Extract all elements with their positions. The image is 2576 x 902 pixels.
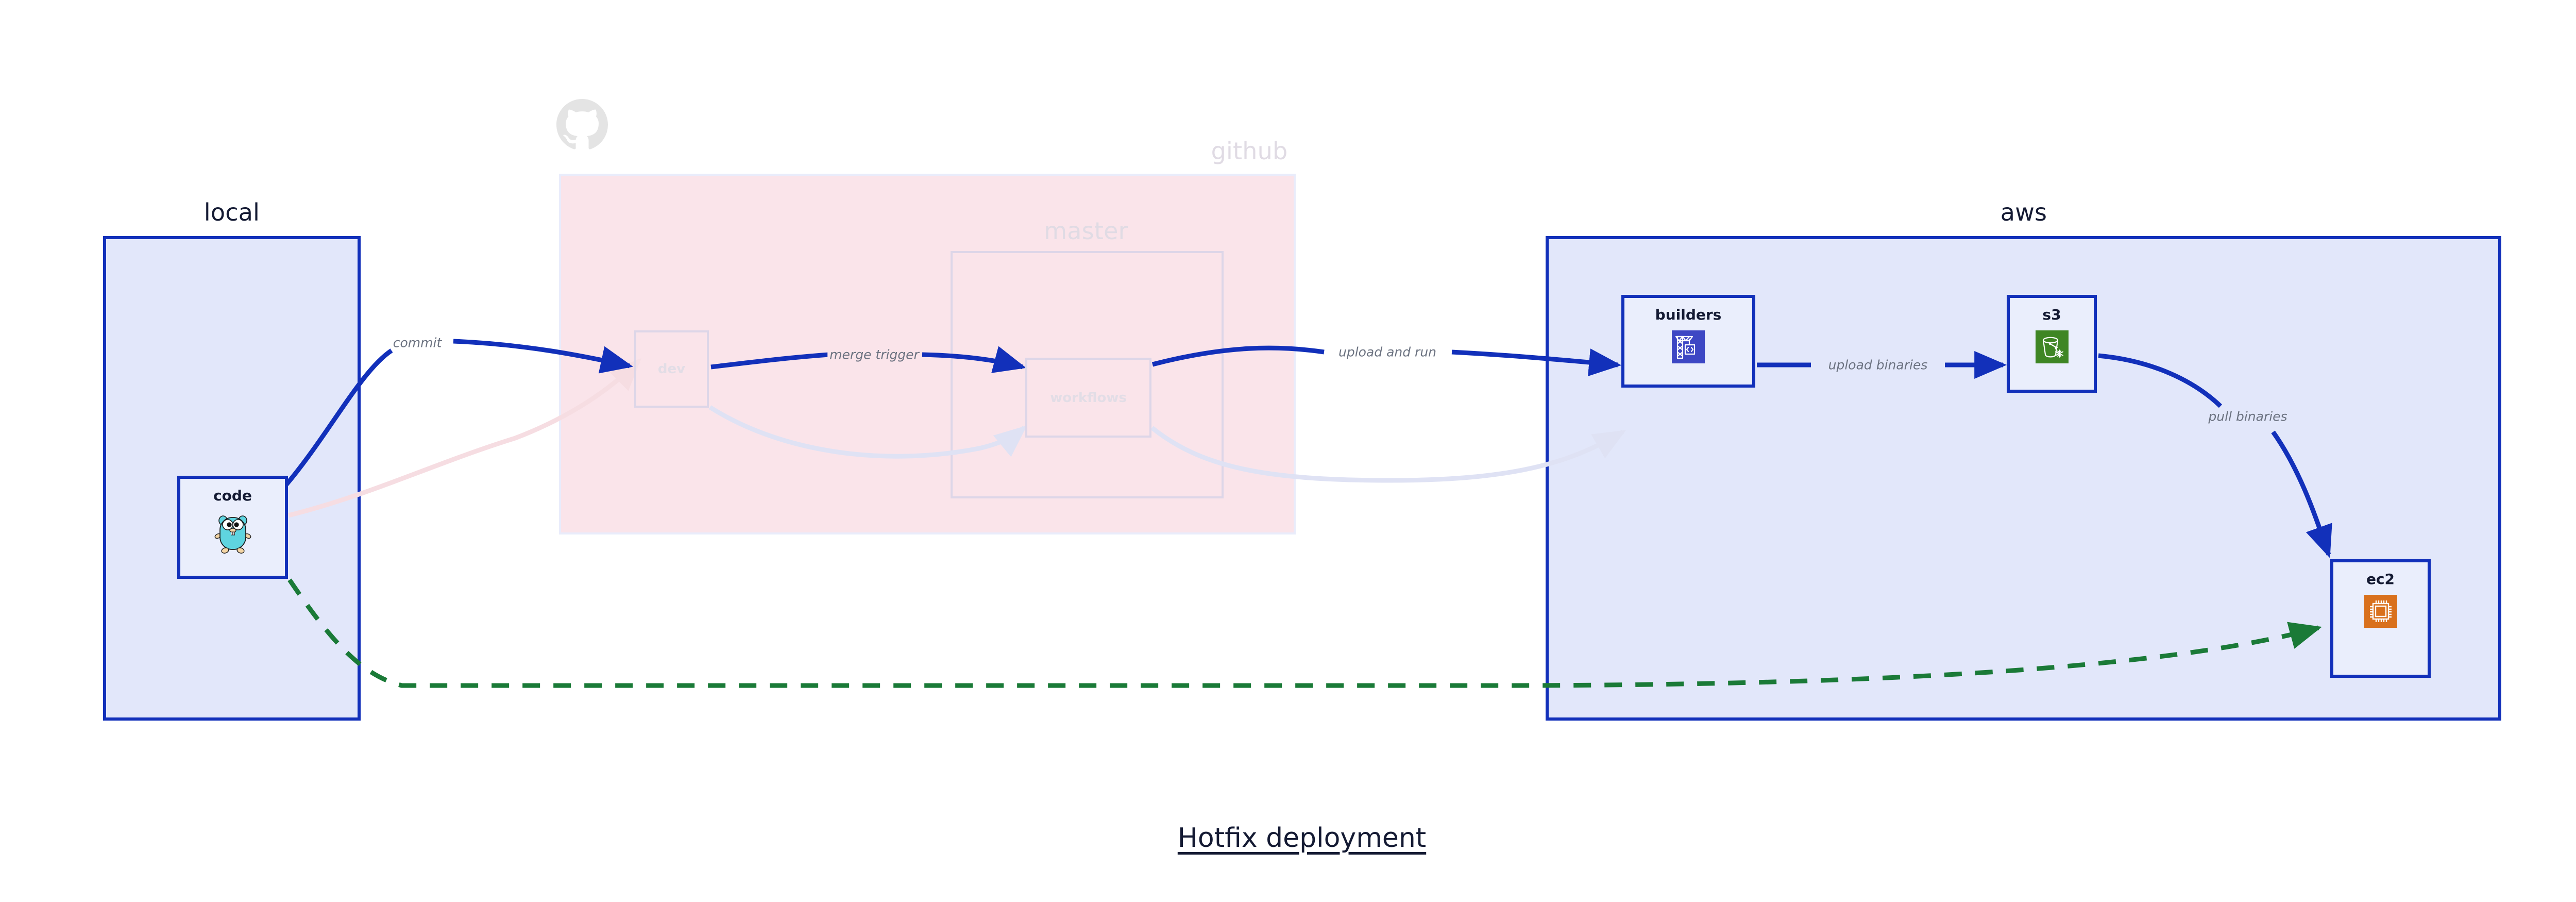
- cluster-label-local: local: [204, 198, 260, 226]
- node-workflows[interactable]: workflows: [1025, 358, 1151, 438]
- node-builders[interactable]: builders: [1621, 295, 1755, 388]
- edge-label-upload-and-run: upload and run: [1336, 344, 1439, 360]
- edge-label-upload-binaries: upload binaries: [1826, 357, 1930, 373]
- edge-dev-to-workflows-faded: [708, 405, 1027, 459]
- node-code[interactable]: code: [177, 476, 288, 579]
- cluster-label-master: master: [1044, 217, 1128, 245]
- edge-merge-trigger-tail: [922, 346, 1026, 373]
- node-s3-label: s3: [2042, 306, 2061, 323]
- diagram-caption: Hotfix deployment: [1177, 823, 1427, 854]
- edge-commit: [284, 348, 393, 486]
- github-octocat-icon: [556, 99, 608, 153]
- node-ec2[interactable]: ec2: [2330, 559, 2431, 678]
- aws-ec2-cpu-chip-icon: [2364, 595, 2397, 628]
- edge-upload-and-run-head: [1151, 345, 1325, 367]
- edge-code-to-dev-faded: [287, 358, 642, 518]
- node-builders-label: builders: [1655, 306, 1722, 323]
- edge-pull-binaries-head: [2098, 353, 2223, 408]
- edge-merge-trigger-head: [710, 352, 830, 370]
- node-s3[interactable]: s3: [2007, 295, 2097, 393]
- node-dev-label: dev: [657, 361, 686, 377]
- node-ec2-label: ec2: [2366, 571, 2395, 588]
- edge-label-merge-trigger: merge trigger: [827, 347, 921, 362]
- edge-commit-tail: [453, 339, 634, 374]
- aws-builders-crane-code-icon: [1672, 330, 1705, 363]
- edge-hotfix-direct: [287, 578, 2322, 688]
- cluster-label-aws: aws: [2000, 198, 2047, 226]
- edge-pull-binaries-tail: [2271, 430, 2332, 558]
- edge-workflows-to-builders-faded: [1150, 426, 1626, 483]
- node-workflows-label: workflows: [1050, 390, 1127, 406]
- edge-label-commit: commit: [391, 335, 444, 350]
- aws-s3-glacier-bucket-icon: [2035, 330, 2069, 363]
- node-dev[interactable]: dev: [634, 330, 709, 408]
- go-gopher-icon: [214, 511, 251, 557]
- edge-label-pull-binaries: pull binaries: [2206, 409, 2290, 424]
- node-code-label: code: [213, 487, 252, 504]
- edge-upload-and-run-tail: [1451, 348, 1622, 376]
- cluster-master: [951, 251, 1224, 498]
- cluster-label-github: github: [1211, 137, 1288, 165]
